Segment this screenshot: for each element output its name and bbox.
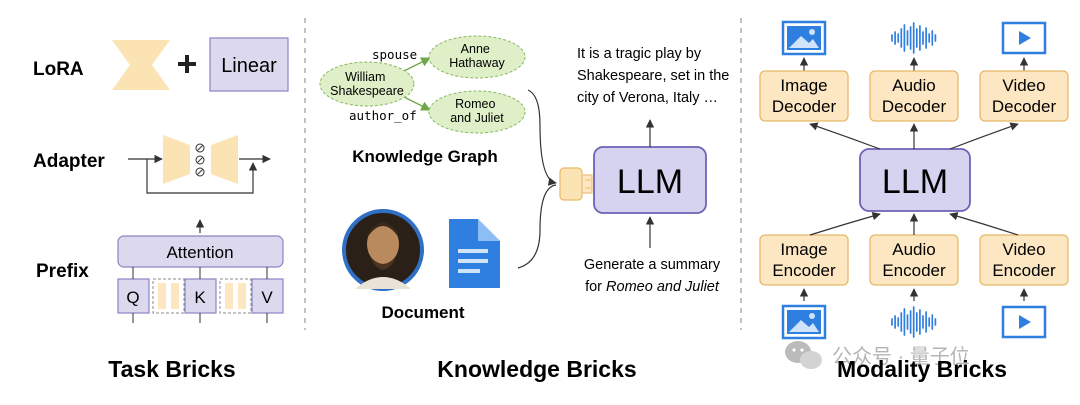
plug-icon <box>559 167 593 201</box>
encoder-label-2-line1: Video <box>1002 240 1045 259</box>
prompt-line1: Generate a summary <box>584 257 721 273</box>
decoder-label-0-line2: Decoder <box>772 97 837 116</box>
llm-output-text: It is a tragic play by Shakespeare, set … <box>577 46 733 106</box>
q-label: Q <box>126 288 139 307</box>
decoder-label-2-line1: Video <box>1002 76 1045 95</box>
adapter-label: Adapter <box>33 151 105 172</box>
prefix-label: Prefix <box>36 261 89 282</box>
llm-to-decoder-arrow <box>809 122 881 150</box>
video-icon-bottom <box>1001 305 1047 339</box>
edge-author-label: author_of <box>349 108 417 123</box>
decoder-box-0 <box>759 70 849 122</box>
output-line3: city of Verona, Italy … <box>577 90 718 106</box>
watermark-text: 公众号 · 量子位 <box>832 345 970 368</box>
encoder-to-llm-arrow <box>809 212 881 236</box>
prompt-line2-title: Romeo and Juliet <box>606 279 720 295</box>
attention-label: Attention <box>166 243 233 262</box>
audio-wave-icon <box>891 22 937 54</box>
linear-box <box>209 37 289 92</box>
node-anne-label: Anne Hathaway <box>449 42 505 70</box>
decoder-label-1-line2: Decoder <box>882 97 947 116</box>
node-romeo-line1: Romeo <box>455 97 495 111</box>
encoder-box-2 <box>979 234 1069 286</box>
node-william-line2: Shakespeare <box>330 84 404 98</box>
encoder-label-0-line2: Encoder <box>772 261 836 280</box>
modality-llm-label: LLM <box>882 163 948 201</box>
kg-to-plug-arrow <box>527 89 557 186</box>
decoder-label-2-line2: Decoder <box>992 97 1057 116</box>
output-line1: It is a tragic play by <box>577 46 702 62</box>
decoder-label-0-line1: Image <box>780 76 827 95</box>
portrait-icon <box>342 209 424 291</box>
node-william-label: William Shakespeare <box>330 70 404 98</box>
plus-icon <box>178 55 196 73</box>
lora-hourglass <box>112 40 170 90</box>
modality-bricks-title: Modality Bricks <box>837 356 1007 382</box>
encoder-to-llm-arrow <box>949 212 1019 236</box>
node-anne <box>428 35 526 79</box>
modality-llm-box <box>859 148 971 212</box>
node-anne-line2: Hathaway <box>449 56 505 70</box>
knowledge-bricks-panel: William Shakespeare Anne Hathaway Romeo … <box>319 35 733 382</box>
decoder-label-1-line1: Audio <box>892 76 935 95</box>
node-romeo-label: Romeo and Juliet <box>450 97 504 125</box>
document-icon <box>449 219 500 288</box>
k-label: K <box>194 288 206 307</box>
node-romeo <box>428 90 526 134</box>
doc-to-plug-arrow <box>517 184 557 269</box>
v-label: V <box>261 288 273 307</box>
adapter-diagram <box>128 135 271 194</box>
knowledge-llm-label: LLM <box>617 163 683 201</box>
task-bricks-panel: LoRA Linear Adapter Prefix Attention <box>33 37 289 382</box>
encoder-label-1-line2: Encoder <box>882 261 946 280</box>
node-william <box>319 61 415 107</box>
watermark: 公众号 · 量子位 <box>785 341 970 369</box>
wechat-icon <box>785 341 822 369</box>
image-icon-bottom <box>781 304 827 340</box>
output-line2: Shakespeare, set in the <box>577 68 729 84</box>
encoder-label-2-line2: Encoder <box>992 261 1056 280</box>
knowledge-graph-label: Knowledge Graph <box>352 147 497 166</box>
llm-to-decoder-arrow <box>949 122 1019 150</box>
linear-label: Linear <box>221 55 277 77</box>
node-anne-line1: Anne <box>461 42 490 56</box>
node-romeo-line2: and Juliet <box>450 111 504 125</box>
encoder-label-1-line1: Audio <box>892 240 935 259</box>
document-label: Document <box>381 303 464 322</box>
task-bricks-title: Task Bricks <box>108 356 235 382</box>
decoder-box-1 <box>869 70 959 122</box>
prompt-line2: for Romeo and Juliet <box>585 279 720 295</box>
video-icon <box>1001 21 1047 55</box>
image-icon <box>781 20 827 56</box>
lora-label: LoRA <box>33 59 84 80</box>
prompt-line2-prefix: for <box>585 279 606 295</box>
audio-wave-icon-bottom <box>891 306 937 338</box>
knowledge-bricks-title: Knowledge Bricks <box>437 356 636 382</box>
encoder-box-0 <box>759 234 849 286</box>
encoder-label-0-line1: Image <box>780 240 827 259</box>
node-william-line1: William <box>345 70 385 84</box>
edge-spouse-label: spouse <box>372 47 417 62</box>
knowledge-graph: William Shakespeare Anne Hathaway Romeo … <box>319 35 526 134</box>
decoder-box-2 <box>979 70 1069 122</box>
qkv-row: Q K V <box>117 267 284 323</box>
